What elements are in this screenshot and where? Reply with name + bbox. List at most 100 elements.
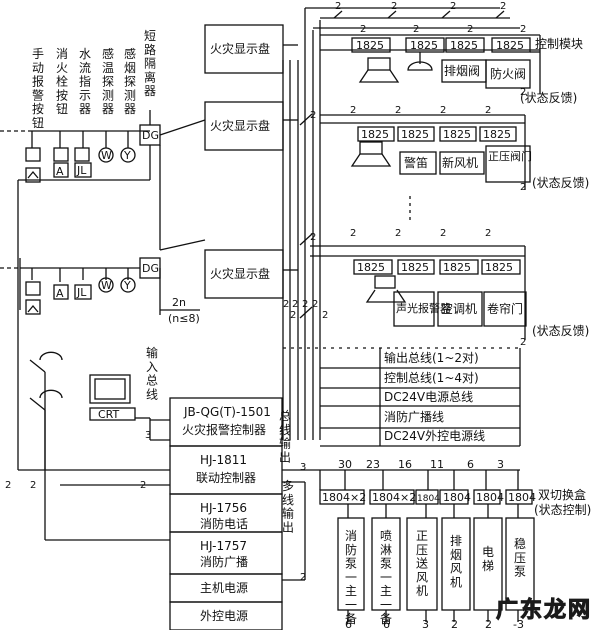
bottom-count: 2 <box>485 618 492 630</box>
switch-top-count: 6 <box>467 458 474 471</box>
bottom-count: 6 <box>383 618 390 630</box>
switch-top-count: 11 <box>430 458 444 471</box>
crt-monitor-icon <box>89 374 170 441</box>
module-1825: 1825 <box>496 39 524 52</box>
equipment-regulator-pump: 稳压泵 <box>514 536 526 579</box>
symbol-jl-1: JL <box>76 164 87 177</box>
switch-box-label: 1804×2 <box>372 491 416 504</box>
module-1825: 1825 <box>483 128 511 141</box>
wire-count: 2 <box>350 228 356 239</box>
label-smoke: 感烟探测器 <box>124 46 136 116</box>
symbol-y-2: Y <box>123 279 131 292</box>
group3-module-1: 声光报警器 <box>396 301 451 315</box>
stack-name-4: 主机电源 <box>200 581 248 595</box>
label-manual-alarm: 手动报警按钮 <box>32 47 44 130</box>
wire-count: 2 <box>310 232 316 243</box>
wire-count: 2 <box>413 24 419 35</box>
wire-count: 2 <box>322 310 328 321</box>
module-1825: 1825 <box>443 261 471 274</box>
group1-module-1: 排烟阀 <box>444 64 480 78</box>
switch-top-count: 3 <box>497 458 504 471</box>
group2-module-3: 正压阀门 <box>488 149 532 163</box>
bottom-count: 6 <box>345 618 352 630</box>
symbol-w-2: W <box>101 279 112 292</box>
stack-model-3: HJ-1757 <box>200 539 247 553</box>
wire-count: 2 <box>140 480 146 491</box>
wire-count: 2 <box>350 105 356 116</box>
stack-model-2: HJ-1756 <box>200 501 247 515</box>
switch-top-count: 23 <box>366 458 380 471</box>
controller-stack <box>18 397 520 630</box>
dg-label-1: DG <box>142 129 159 142</box>
label-heat: 感温探测器 <box>102 46 114 116</box>
dg-boxes <box>139 124 161 279</box>
equipment-exhaust-fan: 排烟风机 <box>450 534 462 589</box>
module-1825: 1825 <box>485 261 513 274</box>
bus-legend-power: DC24V电源总线 <box>384 390 473 404</box>
group1-feedback: (状态反馈) <box>520 91 577 105</box>
symbol-a-1: A <box>56 165 64 178</box>
label-bus-output: 总线输出 <box>279 409 291 464</box>
group3-feedback: (状态反馈) <box>532 324 589 338</box>
wire-count: 2 <box>520 337 526 348</box>
bottom-count: 2 <box>451 618 458 630</box>
equipment-fire-pump: 消防泵一主一备 <box>345 529 357 626</box>
switch-box-subtitle: (状态控制) <box>534 503 591 517</box>
label-multi-output: 多线输出 <box>282 479 294 534</box>
loop-count-label: 2n <box>172 296 186 309</box>
wire-count: 2 <box>395 228 401 239</box>
wire-count: 2 <box>500 1 506 12</box>
stack-model-1: HJ-1811 <box>200 453 247 467</box>
wire-count: 2 <box>5 480 11 491</box>
wire-count: 2 <box>300 572 306 583</box>
detector-symbols <box>25 147 136 315</box>
module-1825: 1825 <box>401 261 429 274</box>
symbol-a-2: A <box>56 287 64 300</box>
module-1825: 1825 <box>356 39 384 52</box>
wire-count: 2 <box>440 105 446 116</box>
bus-legend-control: 控制总线(1~4对) <box>384 371 479 385</box>
wire-count: 2 <box>290 310 296 321</box>
wire-count: 2 <box>485 105 491 116</box>
bottom-count: 3 <box>422 618 429 630</box>
group1-module-2: 防火阀 <box>490 66 526 81</box>
wire-count: 2 <box>30 480 36 491</box>
module-group-2 <box>320 114 531 190</box>
switch-box-label: 1804×2 <box>322 491 366 504</box>
symbol-y-1: Y <box>123 149 131 162</box>
module-1825: 1825 <box>357 261 385 274</box>
equipment-pressure-fan: 正压送风机 <box>416 529 428 598</box>
wire-count: 2 <box>395 105 401 116</box>
switch-top-count: 16 <box>398 458 412 471</box>
wire-count: 3 <box>300 462 306 473</box>
wire-count: 2 <box>467 24 473 35</box>
symbol-w-1: W <box>101 149 112 162</box>
equipment-sprinkler-pump: 喷淋泵一主一备 <box>380 529 392 626</box>
module-1825: 1825 <box>410 39 438 52</box>
bottom-count: -3 <box>513 618 524 630</box>
stack-name-5: 外控电源 <box>200 609 248 623</box>
stack-name-2: 消防电话 <box>200 516 248 531</box>
wire-count: 2 <box>360 24 366 35</box>
symbol-jl-2: JL <box>76 286 87 299</box>
wire-count: 2 <box>312 299 318 310</box>
wire-count: 2 <box>335 1 341 12</box>
switch-box-title: 双切换盒 <box>538 487 586 502</box>
wire-count: 2 <box>283 299 289 310</box>
dg-label-2: DG <box>142 262 159 275</box>
stack-name-1: 联动控制器 <box>196 471 256 485</box>
controller-name: 火灾报警控制器 <box>182 422 266 437</box>
module-1825: 1825 <box>443 128 471 141</box>
module-1825: 1825 <box>361 128 389 141</box>
controller-model: JB-QG(T)-1501 <box>183 405 271 419</box>
fire-display-panel-1: 火灾显示盘 <box>210 41 270 56</box>
wire-count: 2 <box>485 228 491 239</box>
group2-module-1: 警笛 <box>404 155 428 170</box>
label-hydrant: 消火栓按钮 <box>56 47 68 116</box>
detector-group-2 <box>0 258 200 315</box>
wire-count: 2 <box>292 299 298 310</box>
loop-constraint-label: (n≤8) <box>168 312 200 325</box>
group3-module-2: 空调机 <box>441 302 477 316</box>
group2-module-2: 新风机 <box>442 155 478 170</box>
